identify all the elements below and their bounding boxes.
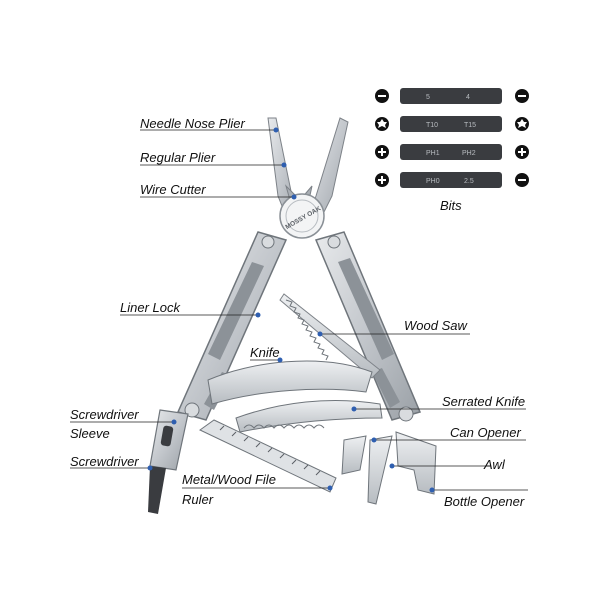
- lower-tools: [341, 431, 437, 505]
- bit-1-mark-a: 5: [426, 94, 430, 101]
- bit-1-mark-b: 4: [466, 94, 470, 101]
- label-wire-cutter: Wire Cutter: [140, 182, 206, 197]
- label-serrated-knife: Serrated Knife: [442, 394, 526, 409]
- bit-4: [400, 172, 502, 188]
- bit-row-2: T10 T15: [375, 116, 529, 132]
- screwdriver-sleeve: [148, 409, 189, 514]
- leader-lines: [70, 129, 528, 491]
- label-awl: Awl: [484, 457, 505, 472]
- label-needle-nose-plier: Needle Nose Plier: [140, 116, 245, 131]
- bit-3: [400, 144, 502, 160]
- knife-blade: [207, 360, 373, 405]
- label-bits: Bits: [440, 198, 462, 213]
- bits-panel: 5 4 T10 T15 PH1 PH2: [375, 88, 529, 188]
- bit-row-3: PH1 PH2: [375, 144, 529, 160]
- bit-row-4: PH0 2.5: [375, 172, 529, 188]
- label-knife: Knife: [250, 345, 280, 360]
- right-handle: [314, 231, 422, 422]
- label-screwdriver-sleeve-line2: Sleeve: [70, 426, 110, 441]
- pivot-logo: MOSSY OAK: [279, 193, 325, 239]
- leader-dots: [147, 127, 435, 493]
- bit-4-mark-b: 2.5: [464, 178, 474, 185]
- label-screwdriver-sleeve-line1: Screwdriver: [70, 407, 139, 422]
- label-wood-saw: Wood Saw: [404, 318, 467, 333]
- bit-row-1: 5 4: [375, 88, 529, 104]
- bit-1: [400, 88, 502, 104]
- label-can-opener: Can Opener: [450, 425, 521, 440]
- file-ruler: [199, 419, 337, 493]
- label-regular-plier: Regular Plier: [140, 150, 216, 165]
- serrated-knife-blade: [235, 399, 383, 433]
- bit-3-mark-a: PH1: [426, 150, 440, 157]
- bit-2: [400, 116, 502, 132]
- bit-2-mark-b: T15: [464, 122, 476, 129]
- label-metal-wood-file: Metal/Wood File: [182, 472, 276, 487]
- wood-saw-blade: [279, 293, 381, 379]
- label-bottle-opener: Bottle Opener: [444, 494, 525, 509]
- bit-4-mark-a: PH0: [426, 178, 440, 185]
- label-liner-lock: Liner Lock: [120, 300, 180, 315]
- bit-2-mark-a: T10: [426, 122, 438, 129]
- label-screwdriver: Screwdriver: [70, 454, 139, 469]
- bit-3-mark-b: PH2: [462, 150, 476, 157]
- label-ruler: Ruler: [182, 492, 214, 507]
